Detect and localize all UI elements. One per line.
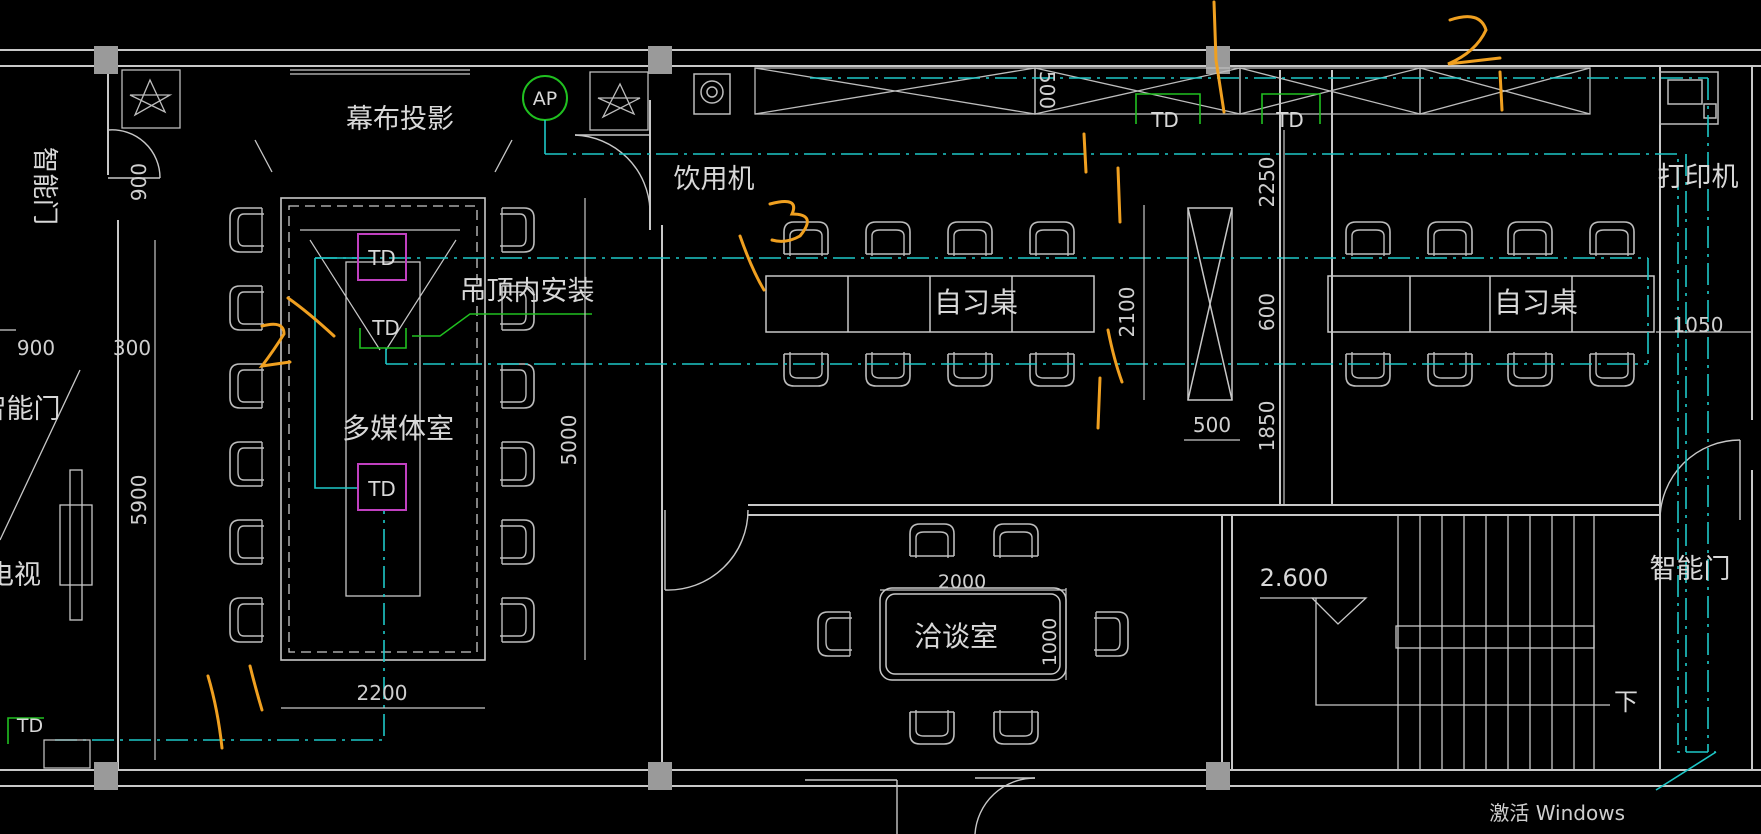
td-outlet-multimedia-top: TD — [357, 233, 407, 281]
dim-5900: 5900 — [127, 475, 151, 526]
printer-icon — [1659, 71, 1719, 125]
ap-device: AP — [522, 75, 568, 154]
ap-label: AP — [533, 88, 557, 110]
dim-2100: 2100 — [1115, 287, 1139, 338]
dim-1000: 1000 — [1039, 618, 1061, 666]
td-label: TD — [1275, 108, 1304, 132]
left-partial-room — [0, 329, 93, 621]
dimension-lines — [154, 130, 1752, 760]
dim-2250: 2250 — [1255, 157, 1279, 208]
td-label: TD — [371, 316, 400, 340]
study-desks — [765, 207, 1655, 401]
dim-900-door: 900 — [127, 163, 151, 201]
water-dispenser-icon — [693, 73, 731, 115]
td-label: TD — [1150, 108, 1179, 132]
multimedia-room — [254, 69, 513, 661]
td-label: TD — [16, 715, 43, 737]
network-links-solid — [314, 257, 1717, 791]
dim-5000: 5000 — [557, 415, 581, 466]
structural-columns — [94, 46, 1230, 790]
label-printer: 打印机 — [1658, 162, 1739, 193]
dim-2000: 2000 — [938, 571, 986, 593]
td-outlet-top-2: TD — [1261, 93, 1321, 132]
label-screen-projection: 幕布投影 — [346, 104, 454, 135]
td-outlet-multimedia-bottom: TD — [357, 463, 407, 511]
td-outlet-left: TD — [7, 715, 91, 769]
td-outlet-top-1: TD — [1135, 93, 1201, 132]
room-label-study-2: 自习桌 — [1494, 286, 1578, 319]
doors — [107, 129, 1741, 834]
windows-top — [754, 67, 1591, 115]
label-water-dispenser: 饮用机 — [674, 164, 755, 195]
dim-1850: 1850 — [1255, 401, 1279, 452]
dim-600: 600 — [1255, 293, 1279, 331]
td-label: TD — [367, 246, 396, 270]
room-label-study-1: 自习桌 — [934, 286, 1018, 319]
handwritten-marks — [206, 0, 1504, 750]
plant-icon — [121, 69, 649, 131]
dim-500-top: 500 — [1035, 71, 1059, 109]
dim-2200: 2200 — [357, 681, 408, 705]
network-cabling — [55, 77, 1716, 753]
label-smart-door-left: 智能门 — [0, 394, 61, 425]
label-ceiling-install: 吊顶内安装 — [460, 276, 595, 307]
room-label-multimedia: 多媒体室 — [342, 412, 454, 445]
td-label: TD — [367, 477, 396, 501]
walls — [0, 49, 1761, 787]
label-downstairs: 下 — [1614, 688, 1638, 716]
dim-1050: 1050 — [1673, 313, 1724, 337]
label-elevation: 2.600 — [1260, 564, 1329, 592]
windows-activation-watermark: 激活 Windows — [1489, 801, 1625, 825]
label-smart-door-right: 智能门 — [1650, 554, 1731, 585]
dim-500-column: 500 — [1193, 413, 1231, 437]
dim-300: 300 — [113, 336, 151, 360]
staircase — [1260, 514, 1610, 771]
td-outlet-multimedia-ceiling: TD — [359, 313, 592, 349]
label-smart-door-top: 智能门 — [29, 147, 59, 225]
room-label-meeting: 洽谈室 — [914, 620, 998, 653]
label-tv-partial: 电视 — [0, 560, 41, 591]
dim-900-left: 900 — [17, 336, 55, 360]
